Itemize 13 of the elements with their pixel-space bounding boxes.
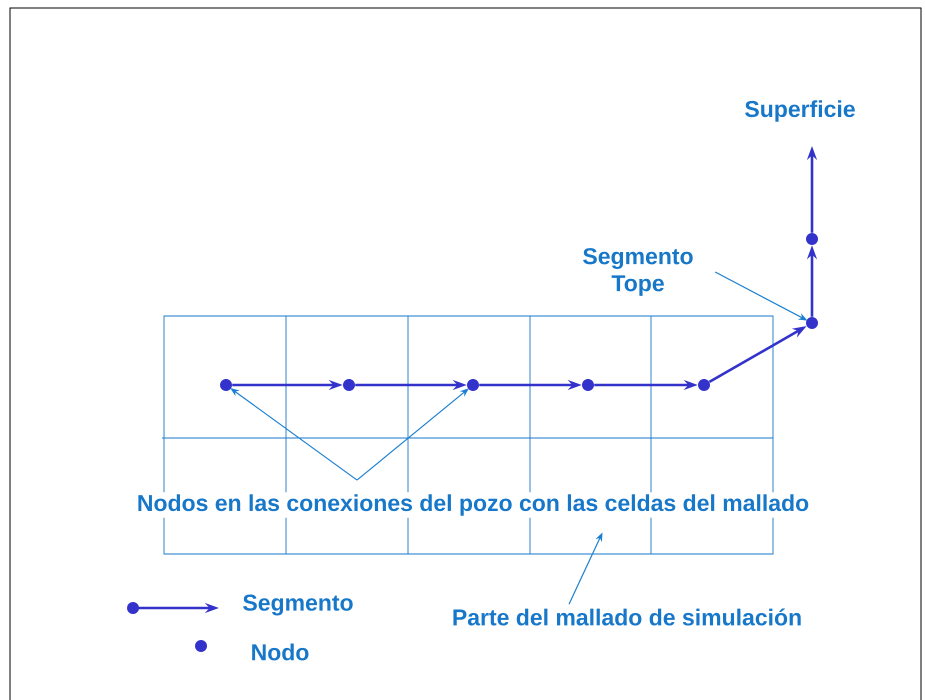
node-dot (343, 379, 355, 391)
callout-label: Nodos en las conexiones del pozo con las celdas del mallado (134, 492, 812, 518)
surface-label: Superficie (745, 100, 855, 122)
node-dot (467, 379, 479, 391)
node-dot (806, 317, 818, 329)
node-dot (698, 379, 710, 391)
callout-label: Segmento Tope (583, 248, 693, 296)
callout-label: Parte del mallado de simulación (453, 608, 801, 626)
legend-label: Nodo (252, 644, 308, 660)
node-dot (220, 379, 232, 391)
legend-label: Segmento (243, 594, 353, 616)
node-dot (582, 379, 594, 391)
node-dot (806, 233, 818, 245)
